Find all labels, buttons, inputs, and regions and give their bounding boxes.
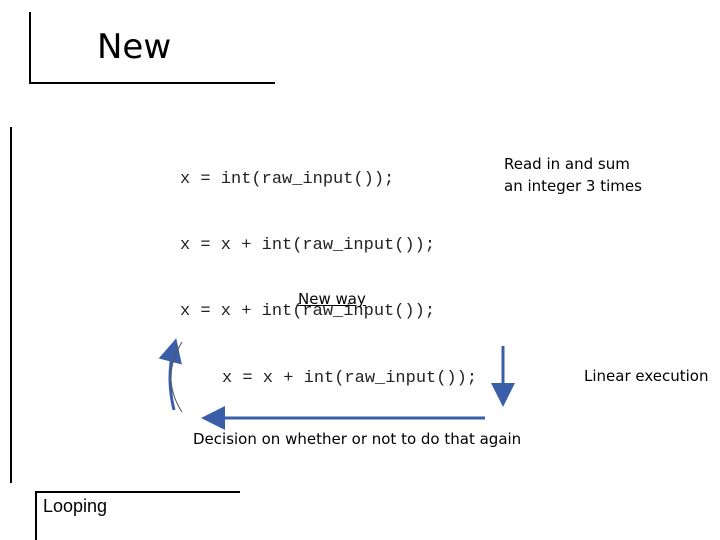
code-line-2: x = x + int(raw_input()); [180, 236, 436, 255]
read-sum-note: Read in and sum an integer 3 times [504, 153, 642, 197]
read-sum-note-text: Read in and sum an integer 3 times [504, 155, 642, 195]
code-line-3: x = x + int(raw_input()); [180, 302, 436, 321]
new-way-heading: New way [298, 290, 366, 308]
loop-statement: x = x + int(raw_input()); [222, 369, 478, 388]
decision-label: Decision on whether or not to do that ag… [193, 430, 522, 448]
looping-label: Looping [43, 496, 108, 516]
looping-frame-horizontal [35, 491, 240, 493]
page-title: New [97, 27, 172, 67]
looping-frame-vertical [35, 491, 37, 540]
loop-back-arrow [158, 338, 182, 411]
title-frame-vertical [29, 12, 31, 84]
code-line-1: x = int(raw_input()); [180, 170, 395, 189]
title-frame-horizontal [29, 82, 275, 84]
content-border-left [10, 127, 12, 483]
linear-execution-label: Linear execution [584, 367, 709, 385]
code-block: x = int(raw_input()); x = x + int(raw_in… [180, 125, 435, 345]
loop-bracket-outline [170, 341, 183, 413]
